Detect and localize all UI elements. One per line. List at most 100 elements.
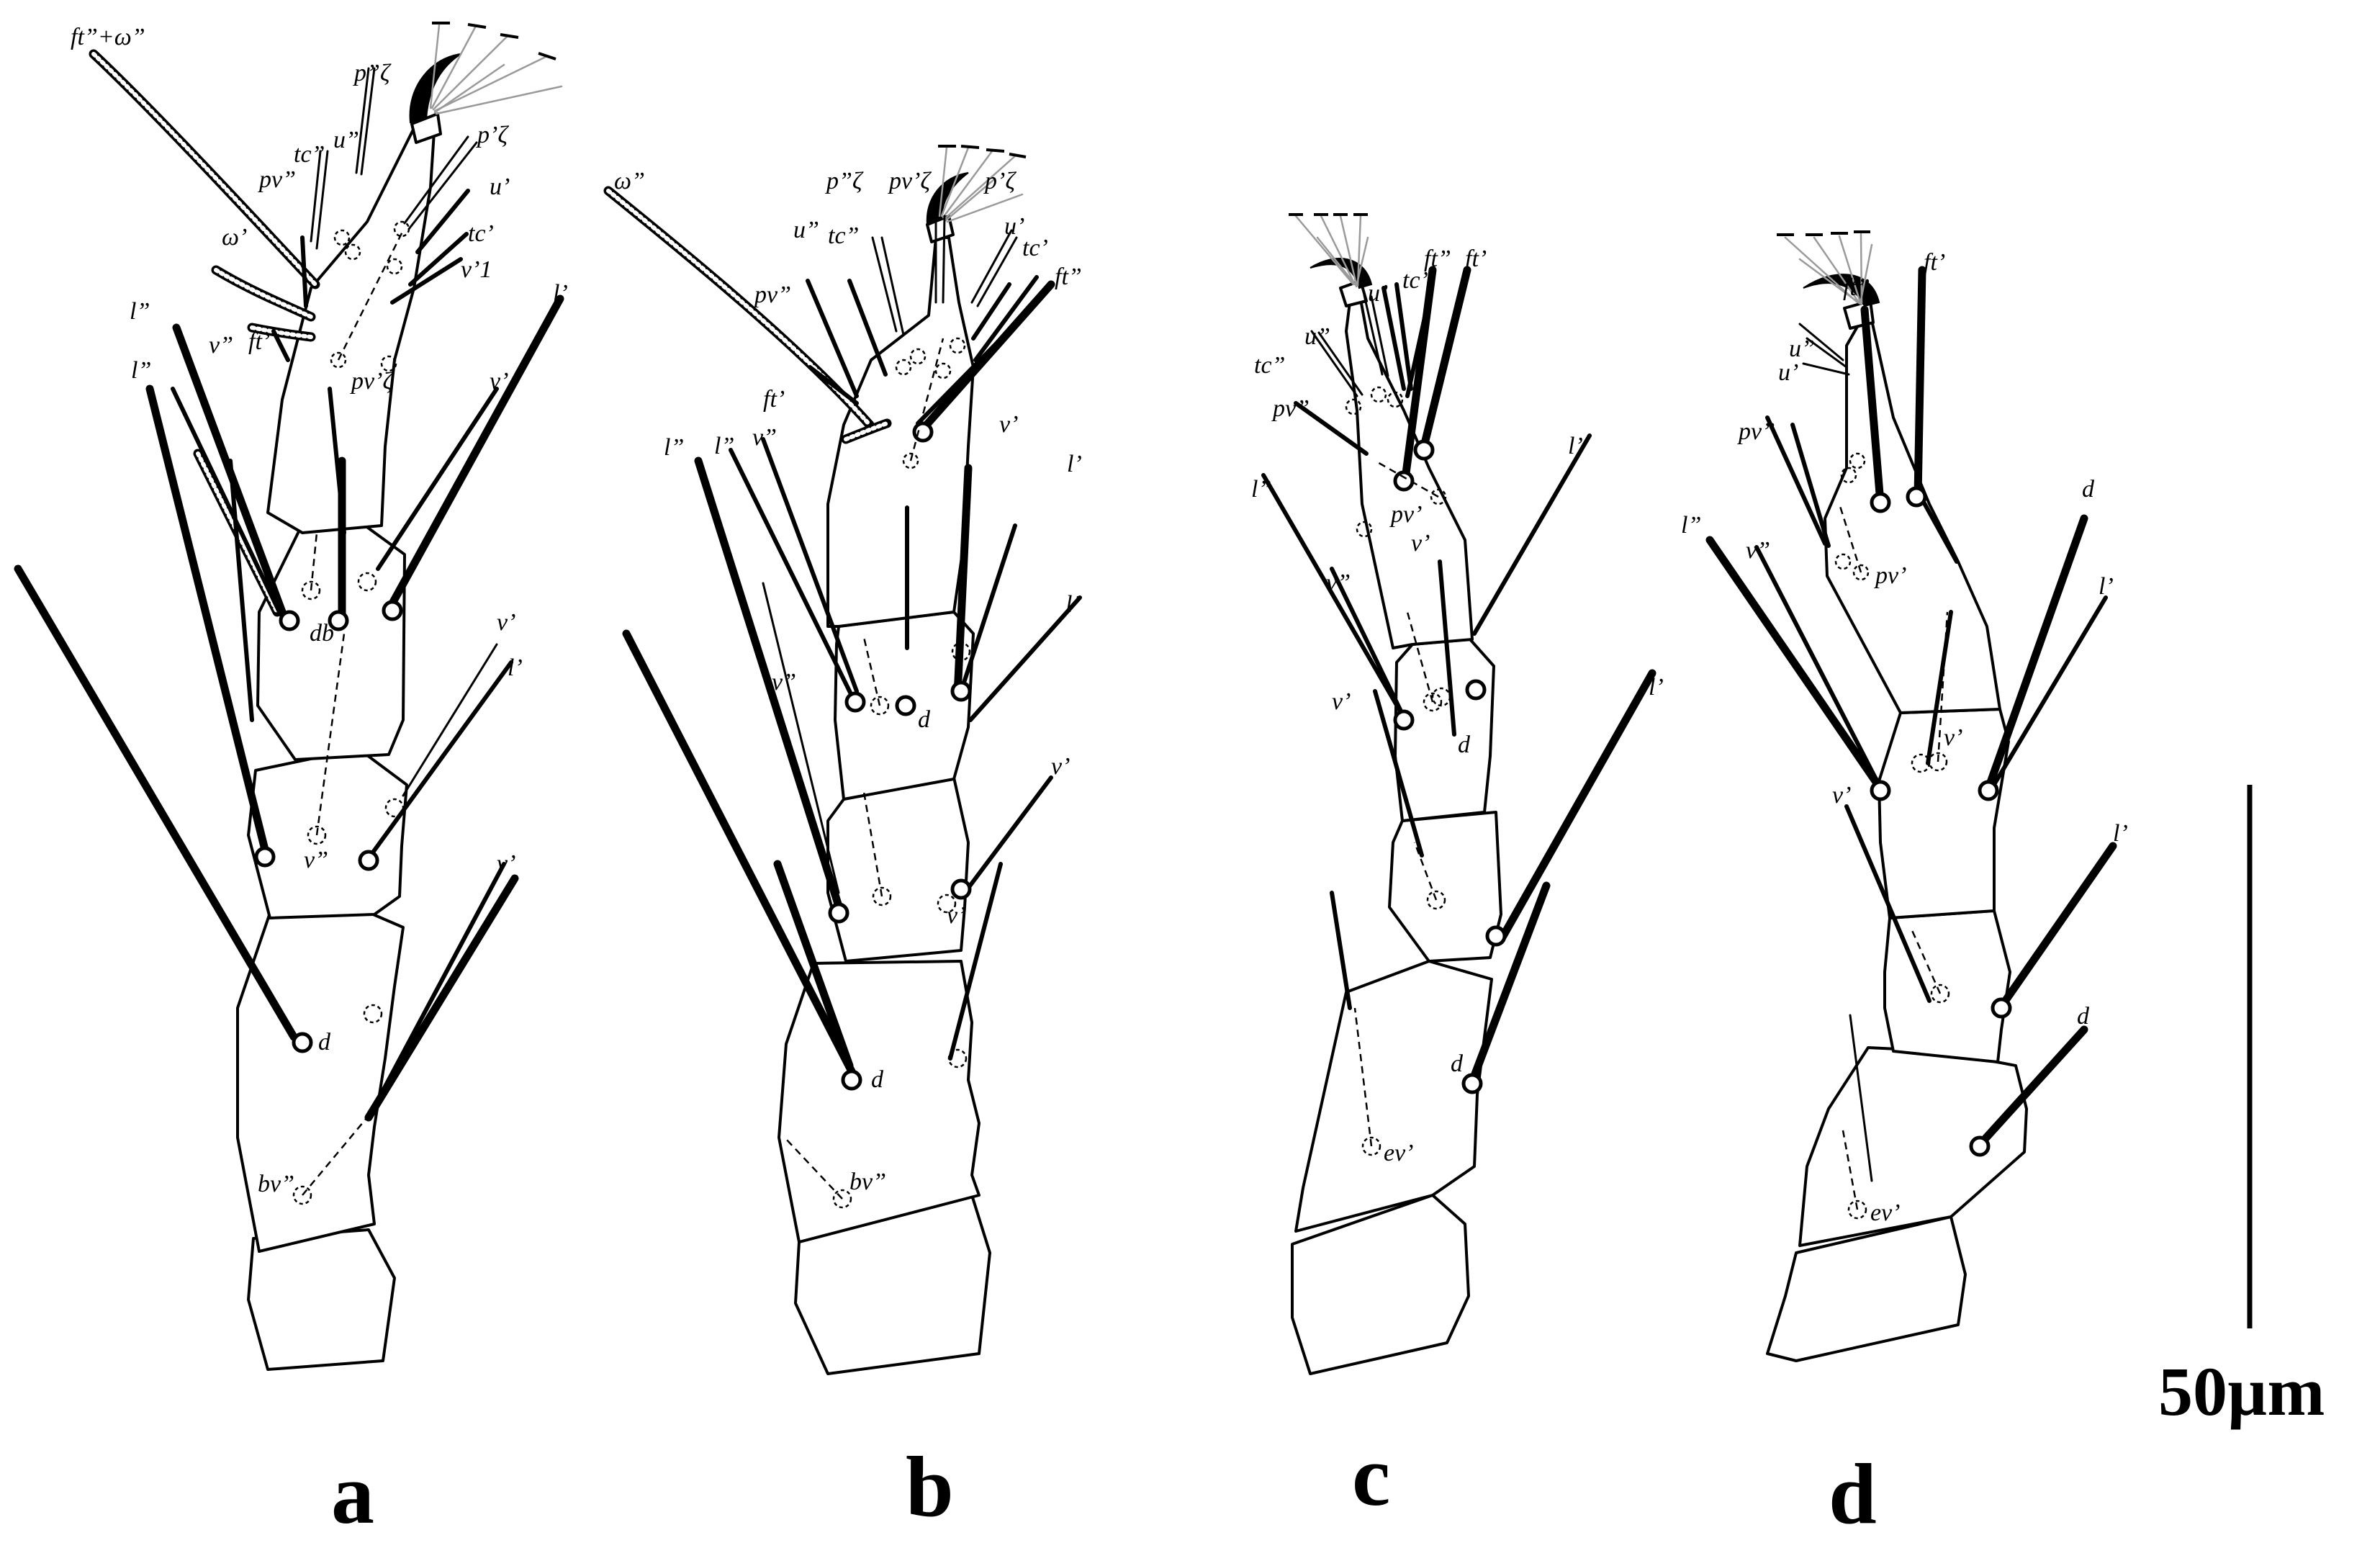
leg-c-setae [1261,266,1656,1086]
leg-c-claw-icon [1310,258,1373,289]
leg-a-label: pv’ζ [350,368,394,395]
leg-d-label: ev’ [1870,1200,1901,1226]
leg-b-label: v” [772,669,796,696]
leg-a-label: d [318,1029,331,1056]
leg-b-tarsus [826,236,975,628]
leg-d-femur [1798,1046,2028,1247]
leg-a-sockets [254,220,410,1205]
leg-a-label: l’ [553,280,568,307]
leg-a-femur [236,906,405,1253]
leg-b-label: v” [752,424,777,451]
leg-c-label: ft’ [1465,246,1487,272]
leg-a-label: l’ [508,654,523,681]
scale-bar: 50µm [2158,785,2325,1430]
leg-d-sockets [1834,452,2012,1220]
leg-c-sockets [1345,386,1507,1156]
leg-b-label: l” [714,433,734,459]
scale-bar-label: 50µm [2158,1353,2325,1430]
leg-b-label: ft” [1055,264,1082,290]
panel-letter-d: d [1829,1446,1877,1542]
leg-b-label: v’ [1051,753,1070,780]
leg-b-label: p”ζ [825,168,864,194]
leg-a-label: ft”+ω” [71,24,145,50]
leg-d-label: pv” [1737,418,1775,445]
leg-d-label: u’ [1778,359,1798,386]
leg-b-label: d [871,1066,884,1093]
leg-d-label: ft” [1843,274,1870,301]
leg-a-pretarsus [410,112,442,144]
leg-a-label: ω’ [222,224,247,251]
leg-a: ft”+ω” p”ζ tc” u” pv” p’ζ u’ tc’ v’1 ω’ … [14,22,568,1542]
leg-b-empodial-hairs-icon [938,145,1027,223]
leg-d-trochanter [1766,1215,1967,1362]
leg-b-label: ω” [614,168,645,194]
leg-b-claw-icon [926,172,969,226]
leg-b-label: p’ζ [983,168,1017,194]
leg-d-genu [1883,909,2011,1063]
leg-c-label: d [1458,732,1471,758]
leg-a-label: u’ [490,174,510,200]
leg-d-label: d [2077,1003,2090,1030]
leg-a-label: v’1 [461,256,492,283]
leg-a-label: db [310,620,334,647]
leg-c-label: tc’ [1402,267,1428,294]
panel-letter-c: c [1352,1428,1390,1524]
leg-c-label: v’ [1411,530,1430,557]
leg-c-label: l’ [1649,674,1664,701]
leg-a-label: tc’ [468,220,494,247]
leg-c-tibia [1394,638,1495,822]
leg-a-trochanter [247,1228,396,1371]
leg-b-label: bv” [849,1169,886,1195]
leg-b-label: pv’ζ [888,168,932,194]
leg-d: ft” ft’ u” u’ pv” pv’ d l” v” l’ v’ v’ l… [1681,230,2128,1542]
leg-d-tarsus [1824,319,2001,714]
leg-a-label: l” [130,298,150,325]
leg-b-label: d [918,706,931,733]
leg-a-label: u” [333,127,359,153]
leg-b-sockets [784,337,972,1209]
leg-a-genu [247,747,408,919]
leg-d-label: ft’ [1924,249,1945,276]
leg-a-label: v” [304,847,328,873]
leg-b-label: v’ [947,902,965,929]
leg-a-labels: ft”+ω” p”ζ tc” u” pv” p’ζ u’ tc’ v’1 ω’ … [71,24,568,1197]
panel-letter-a: a [331,1446,374,1542]
leg-d-labels: ft” ft’ u” u’ pv” pv’ d l” v” l’ v’ v’ l… [1681,249,2128,1226]
leg-c-label: pv’ [1389,501,1422,528]
leg-a-label: ft’ [248,328,270,355]
leg-d-label: pv’ [1874,562,1906,589]
leg-b-femur [777,960,981,1243]
leg-b-label: u” [793,217,819,243]
leg-d-label: l’ [2099,573,2114,600]
leg-d-label: d [2082,476,2095,503]
leg-c-label: u” [1304,323,1330,350]
leg-c-label: u’ [1368,280,1388,307]
leg-c-label: v’ [1332,688,1351,715]
leg-c: tc” u” u’ tc’ ft” ft’ pv” pv’ l” v” v’ l… [1251,213,1664,1524]
leg-d-label: v’ [1944,724,1962,751]
leg-a-label: pv” [258,166,296,193]
leg-b-label: tc” [828,222,859,249]
leg-c-empodial-hairs-icon [1289,213,1369,288]
leg-c-femur [1294,960,1493,1233]
leg-c-label: d [1451,1050,1464,1077]
leg-a-empodial-hairs-icon [429,22,563,115]
leg-c-label: l’ [1568,433,1583,459]
leg-b-label: l’ [1067,451,1082,477]
leg-a-label: l” [131,357,151,384]
leg-a-label: tc” [294,141,325,168]
leg-d-label: v” [1746,537,1770,564]
leg-a-label: p’ζ [476,122,509,148]
leg-a-label: bv” [258,1171,294,1197]
leg-b-label: l’ [1065,591,1081,618]
leg-b-label: ft’ [763,386,785,413]
leg-c-labels: tc” u” u’ tc’ ft” ft’ pv” pv’ l” v” v’ l… [1251,246,1664,1166]
leg-b-label: v’ [999,411,1018,438]
leg-b-label: u’ [1004,213,1024,240]
leg-b-setae [622,215,1082,1076]
leg-d-label: u” [1789,336,1815,362]
leg-c-label: ev’ [1384,1140,1414,1166]
leg-c-genu [1388,811,1502,963]
leg-c-label: ft” [1424,246,1451,272]
leg-a-label: p”ζ [353,60,392,86]
